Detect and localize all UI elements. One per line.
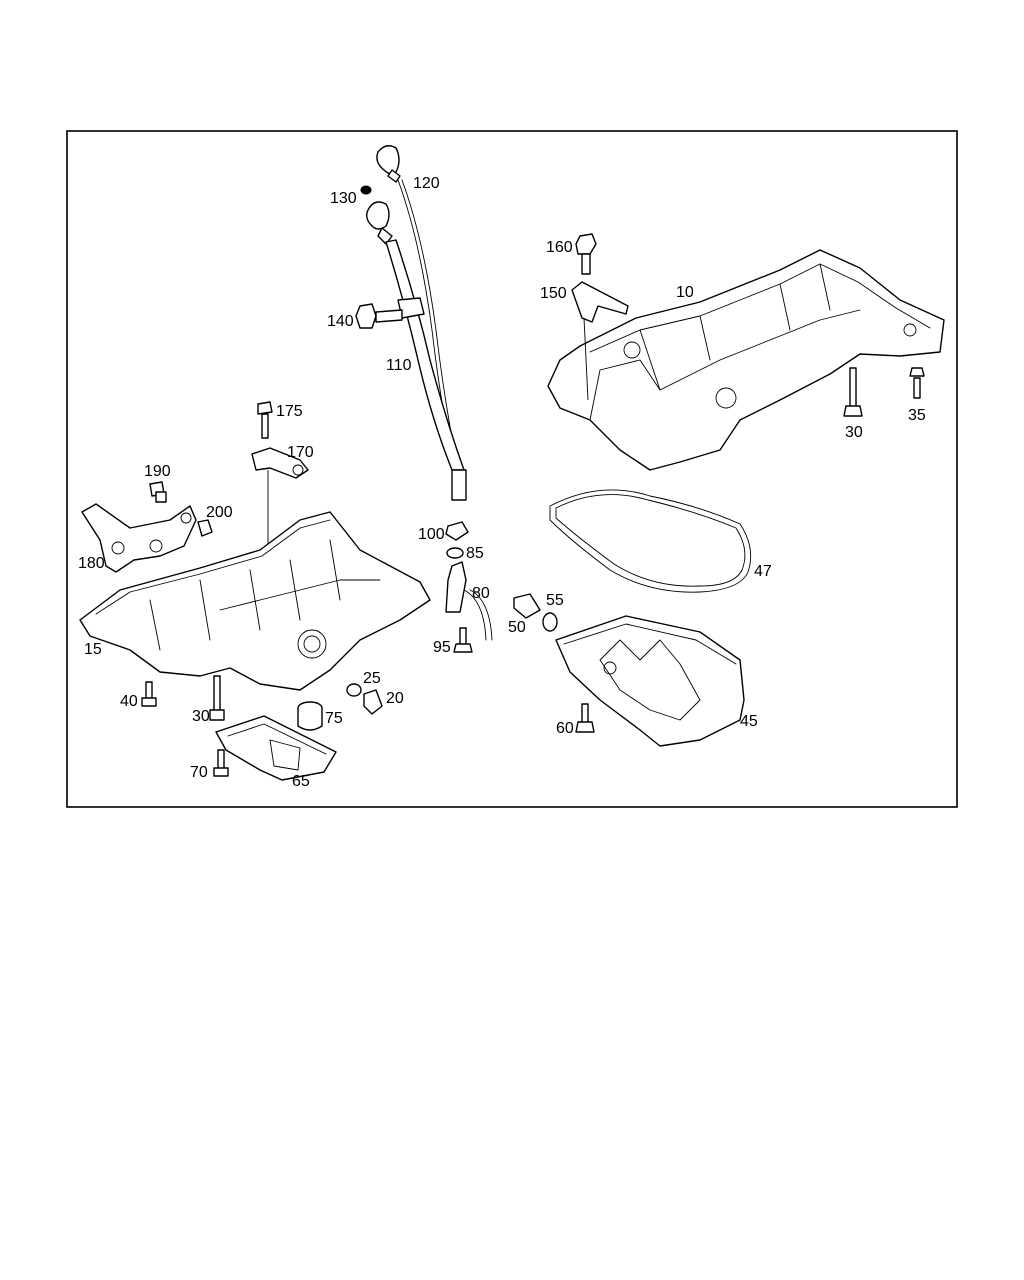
- label-40: 40: [120, 693, 138, 710]
- label-70: 70: [190, 764, 208, 781]
- label-175: 175: [276, 403, 303, 420]
- label-200: 200: [206, 504, 233, 521]
- bracket-180[interactable]: [81, 503, 197, 573]
- bracket-150[interactable]: [571, 281, 629, 401]
- drain-plug-20[interactable]: [363, 689, 383, 715]
- cap-75[interactable]: [297, 701, 323, 731]
- oil-pan-upper-15[interactable]: [79, 511, 431, 691]
- label-150: 150: [540, 285, 567, 302]
- label-170: 170: [287, 444, 314, 461]
- bolt-30-right[interactable]: [843, 367, 863, 417]
- bolt-140[interactable]: [355, 303, 403, 329]
- level-sensor-80[interactable]: [445, 561, 493, 641]
- label-30-right: 30: [845, 424, 863, 441]
- bolt-160[interactable]: [575, 233, 597, 275]
- label-10: 10: [676, 284, 694, 301]
- guide-tube-110[interactable]: [365, 201, 467, 501]
- label-100: 100: [418, 526, 445, 543]
- bolt-35[interactable]: [909, 367, 925, 399]
- seal-ring-25[interactable]: [346, 683, 362, 697]
- label-130: 130: [330, 190, 357, 207]
- label-110: 110: [386, 357, 412, 374]
- oil-pan-lower-45[interactable]: [555, 615, 745, 747]
- label-180: 180: [78, 555, 105, 572]
- label-80: 80: [472, 585, 490, 602]
- bolt-175[interactable]: [257, 401, 273, 439]
- label-75: 75: [325, 710, 343, 727]
- label-47: 47: [754, 563, 772, 580]
- label-30-left: 30: [192, 708, 210, 725]
- cover-65[interactable]: [215, 715, 337, 781]
- label-160: 160: [546, 239, 573, 256]
- label-15: 15: [84, 641, 102, 658]
- diagram-frame: [66, 130, 958, 808]
- label-120: 120: [413, 175, 440, 192]
- label-140: 140: [327, 313, 354, 330]
- bolt-40[interactable]: [141, 681, 157, 707]
- oil-pan-upper-10[interactable]: [547, 249, 945, 471]
- label-45: 45: [740, 713, 758, 730]
- label-60: 60: [556, 720, 574, 737]
- seal-ring-130[interactable]: [360, 185, 372, 195]
- bolt-60[interactable]: [575, 703, 595, 733]
- bushing-200[interactable]: [197, 519, 213, 537]
- oil-filter-50[interactable]: [513, 593, 541, 619]
- label-20: 20: [386, 690, 404, 707]
- gasket-47[interactable]: [549, 489, 752, 593]
- label-65: 65: [292, 773, 310, 790]
- label-25: 25: [363, 670, 381, 687]
- seal-ring-55[interactable]: [542, 612, 558, 632]
- label-55: 55: [546, 592, 564, 609]
- label-85: 85: [466, 545, 484, 562]
- bolt-190[interactable]: [149, 481, 167, 503]
- label-50: 50: [508, 619, 526, 636]
- bolt-70[interactable]: [213, 749, 229, 777]
- bolt-30-left[interactable]: [209, 675, 225, 721]
- label-35: 35: [908, 407, 926, 424]
- plug-100[interactable]: [445, 521, 469, 541]
- label-95: 95: [433, 639, 451, 656]
- bolt-95[interactable]: [453, 627, 473, 653]
- seal-ring-85[interactable]: [446, 547, 464, 559]
- label-190: 190: [144, 463, 171, 480]
